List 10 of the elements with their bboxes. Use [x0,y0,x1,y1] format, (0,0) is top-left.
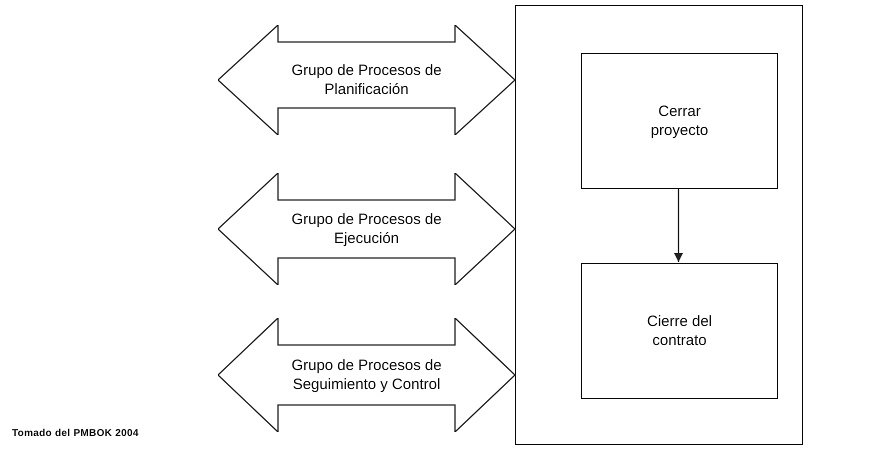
process-box [581,53,778,189]
node-label: Grupo de Procesos de Ejecución [290,210,443,248]
node-label: Grupo de Procesos de Planificación [290,61,443,99]
process-box [581,263,778,399]
source-note: Tomado del PMBOK 2004 [12,428,139,439]
node-label: Grupo de Procesos de Seguimiento y Control [290,356,443,394]
container-box [515,5,803,445]
node-label: Cierre del contrato [646,312,714,350]
arrow [674,188,684,262]
node-label: Cerrar proyecto [650,102,710,140]
